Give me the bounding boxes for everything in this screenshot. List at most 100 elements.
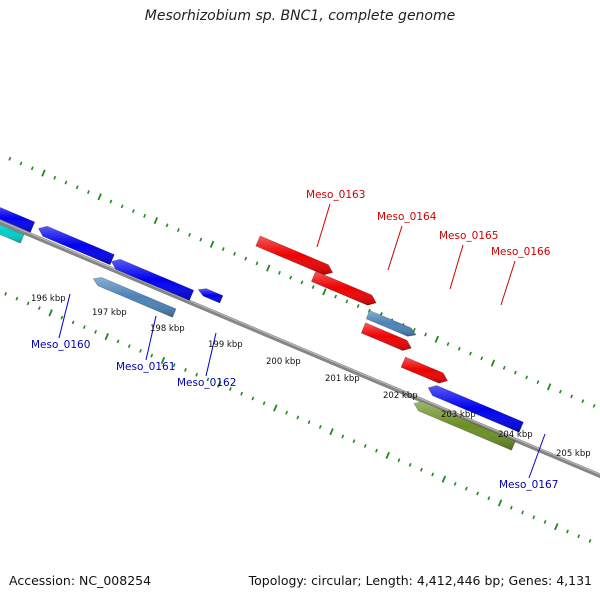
gene-arrow-g-red-3[interactable] — [360, 322, 412, 351]
minor-tick — [82, 325, 86, 330]
gene-arrow-g-blue-4[interactable] — [197, 288, 224, 304]
minor-tick — [8, 156, 12, 161]
gene-arrow-g-blue-3[interactable] — [110, 258, 195, 301]
major-tick — [266, 264, 271, 272]
major-tick — [153, 217, 159, 225]
minor-tick — [356, 304, 360, 309]
tick-label: 202 kbp — [383, 391, 418, 401]
minor-tick — [521, 510, 524, 515]
gene-arrow-g-cyan-1[interactable] — [0, 219, 25, 244]
minor-tick — [296, 415, 300, 420]
gene-arrow-g-blue-5[interactable] — [427, 385, 524, 433]
gene-arrow-g-steel-1[interactable] — [92, 277, 177, 318]
gene-label-meso-0166[interactable]: Meso_0166 — [491, 246, 551, 258]
gene-label-meso-0161[interactable]: Meso_0161 — [116, 361, 175, 373]
gene-label-meso-0162[interactable]: Meso_0162 — [177, 377, 236, 389]
minor-tick — [476, 491, 480, 496]
outer-tick-ring — [8, 156, 596, 408]
minor-tick — [37, 306, 41, 311]
gene-arrow-g-red-2[interactable] — [311, 270, 377, 306]
gene-arrow-shading — [0, 224, 24, 244]
gene-label-meso-0163[interactable]: Meso_0163 — [306, 189, 365, 201]
gene-features[interactable] — [0, 205, 524, 451]
inner-tick-ring — [4, 291, 600, 548]
minor-tick — [558, 389, 562, 394]
minor-tick — [318, 424, 322, 429]
minor-tick — [352, 439, 356, 444]
label-leader-line — [500, 260, 516, 306]
tick-label: 205 kbp — [556, 449, 591, 459]
gene-arrow-shading — [0, 207, 35, 233]
minor-tick — [543, 519, 547, 524]
minor-tick — [289, 275, 293, 280]
minor-tick — [581, 399, 585, 404]
minor-tick — [363, 443, 367, 448]
minor-tick — [307, 420, 311, 425]
minor-tick — [334, 294, 338, 299]
gene-arrow-shading — [38, 226, 115, 265]
minor-tick — [424, 332, 427, 337]
label-leader-line — [205, 332, 217, 377]
gene-arrow-shading — [401, 357, 448, 384]
minor-tick — [431, 472, 435, 477]
gene-arrow-g-blue-1[interactable] — [0, 205, 36, 233]
gene-arrow-shading — [255, 235, 333, 275]
minor-tick — [30, 166, 34, 171]
gene-label-leaders — [58, 203, 546, 479]
major-tick — [546, 383, 552, 391]
minor-tick — [206, 377, 210, 382]
minor-tick — [172, 363, 176, 368]
accession-text: Accession: NC_008254 — [9, 573, 152, 588]
minor-tick — [233, 251, 236, 256]
tick-label: 201 kbp — [325, 374, 360, 384]
minor-tick — [345, 299, 349, 304]
minor-tick — [588, 539, 592, 543]
gene-arrow-g-olive-1[interactable] — [413, 401, 516, 451]
minor-tick — [15, 296, 19, 301]
minor-tick — [4, 291, 8, 296]
minor-tick — [464, 486, 468, 491]
minor-tick — [592, 403, 596, 408]
major-tick — [329, 428, 334, 436]
minor-tick — [87, 190, 90, 194]
minor-tick — [311, 285, 315, 290]
gene-arrow-shading — [414, 401, 516, 451]
minor-tick — [457, 346, 461, 351]
gene-label-meso-0164[interactable]: Meso_0164 — [377, 211, 437, 223]
label-leader-line — [449, 244, 464, 290]
minor-tick — [244, 256, 248, 261]
minor-tick — [446, 342, 450, 347]
minor-tick — [408, 462, 412, 467]
gene-arrow-shading — [361, 322, 412, 351]
gene-label-meso-0165[interactable]: Meso_0165 — [439, 230, 498, 242]
minor-tick — [75, 185, 79, 190]
minor-tick — [525, 375, 529, 380]
major-tick — [385, 451, 390, 459]
minor-tick — [195, 372, 199, 377]
major-tick — [434, 335, 439, 343]
label-leader-line — [316, 203, 331, 248]
minor-tick — [64, 180, 68, 185]
minor-tick — [262, 401, 266, 406]
gene-arrow-g-red-4[interactable] — [400, 356, 448, 384]
gene-arrow-shading — [93, 277, 176, 318]
major-tick — [497, 499, 503, 507]
minor-tick — [412, 327, 416, 332]
gene-arrow-g-red-1[interactable] — [255, 235, 334, 276]
minor-tick — [139, 348, 142, 353]
minor-tick — [487, 496, 491, 501]
gene-arrow-g-blue-2[interactable] — [38, 225, 115, 266]
gene-arrow-g-steel-2[interactable] — [365, 310, 417, 337]
minor-tick — [176, 228, 180, 233]
gene-label-meso-0160[interactable]: Meso_0160 — [31, 339, 90, 351]
gene-label-meso-0167[interactable]: Meso_0167 — [499, 479, 558, 491]
backbone-highlight — [0, 220, 600, 476]
gene-arrow-shading — [111, 259, 194, 301]
map-title: Mesorhizobium sp. BNC1, complete genome — [144, 8, 456, 24]
minor-tick — [420, 467, 423, 472]
backbone-line — [0, 219, 600, 479]
minor-tick — [532, 515, 536, 520]
